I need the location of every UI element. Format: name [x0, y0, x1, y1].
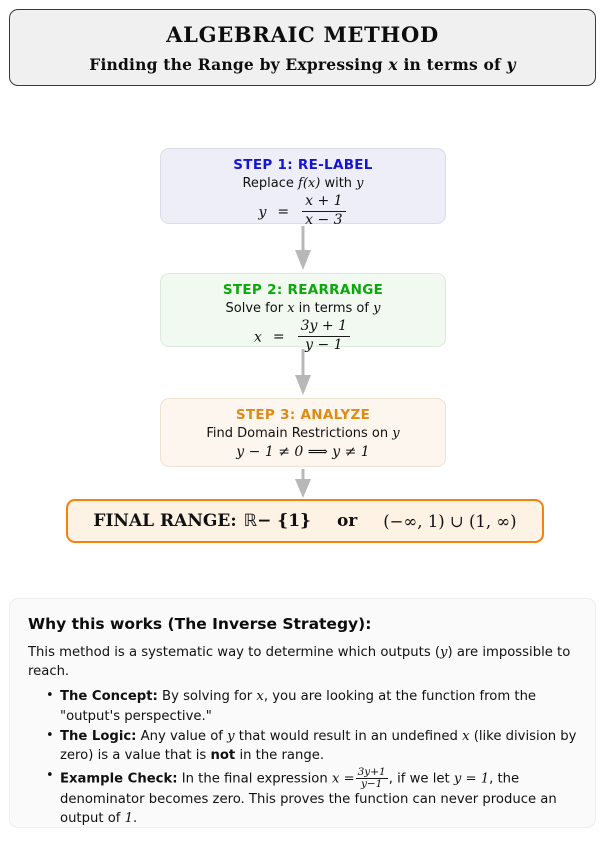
bullet-3-text-1: In the final expression	[177, 770, 332, 786]
explanation-panel: Why this works (The Inverse Strategy): T…	[9, 598, 596, 828]
bullet-3-label: Example Check:	[60, 770, 178, 786]
step-2-title: STEP 2: REARRANGE	[222, 282, 384, 298]
final-range-box: FINAL RANGE: ℝ − {1} or (−∞, 1) ∪ (1, ∞)	[66, 499, 544, 543]
step-3-desc-text-1: Find Domain Restrictions on	[206, 426, 393, 441]
flow-arrow-2	[293, 349, 313, 396]
step-box-3: STEP 3: ANALYZE Find Domain Restrictions…	[160, 398, 446, 467]
final-range-interval: (−∞, 1) ∪ (1, ∞)	[383, 511, 517, 531]
bullet-3-numerator: 3y+1	[357, 765, 386, 778]
list-item: Example Check: In the final expression x…	[46, 765, 577, 829]
bullet-2-label: The Logic:	[60, 729, 137, 744]
explanation-intro: This method is a systematic way to deter…	[28, 644, 577, 681]
step-1-desc-math: f(x)	[298, 176, 321, 191]
step-2-desc-var: y	[373, 301, 381, 316]
step-box-2: STEP 2: REARRANGE Solve for x in terms o…	[160, 273, 446, 352]
bullet-1-text-1: By solving for	[157, 689, 257, 705]
bullet-2-text-3: (like division by zero) is a value that …	[60, 729, 577, 764]
step-3-description: Find Domain Restrictions on y	[161, 426, 445, 441]
flow-arrow-1	[293, 226, 313, 271]
step-2-description: Solve for x in terms of y	[161, 301, 445, 316]
intro-text-2: ) are impossible to reach.	[28, 645, 571, 679]
bullet-2-math-x: x	[462, 729, 470, 744]
title-card: ALGEBRAIC METHOD Finding the Range by Ex…	[9, 9, 596, 86]
step-1-title: STEP 1: RE-LABEL	[233, 157, 373, 173]
bullet-3-text-4: .	[132, 810, 138, 826]
final-range-label: FINAL RANGE:	[93, 511, 237, 531]
bullet-1-label: The Concept:	[60, 689, 158, 705]
subtitle-math-x: x	[388, 54, 398, 74]
bullet-2-math-y: y	[227, 729, 235, 744]
step-2-desc-text-1: Solve for	[225, 301, 288, 316]
arrow-down-icon	[295, 349, 311, 395]
bullet-1-math-x: x	[256, 689, 264, 705]
step-1-denominator: x − 3	[302, 210, 346, 229]
subtitle-math-y: y	[506, 54, 516, 74]
step-3-desc-var: y	[392, 426, 400, 441]
step-1-desc-text-1: Replace	[242, 176, 299, 191]
arrow-down-icon	[295, 469, 311, 498]
list-item: The Concept: By solving for x, you are l…	[46, 687, 577, 726]
final-range-set-rest: − {1}	[257, 511, 311, 531]
bullet-3-math-one: 1	[124, 810, 133, 826]
step-2-eq-lhs: x	[254, 329, 262, 346]
bullet-1-text-2: , you are looking at the function from t…	[60, 689, 537, 724]
explanation-bullet-list: The Concept: By solving for x, you are l…	[28, 687, 577, 828]
bullet-3-math-y1: y = 1	[453, 770, 490, 786]
step-box-1: STEP 1: RE-LABEL Replace f(x) with y y = x…	[160, 148, 446, 227]
final-range-or: or	[336, 511, 358, 531]
final-range-set-r: ℝ	[243, 511, 258, 531]
explanation-heading: Why this works (The Inverse Strategy):	[28, 615, 372, 633]
bullet-2-text-4: in the range.	[235, 748, 325, 764]
step-3-title: STEP 3: ANALYZE	[235, 407, 371, 423]
intro-math-y: y	[440, 645, 448, 660]
subtitle-text-1: Finding the Range by Expressing	[89, 54, 389, 74]
step-3-equation: y − 1 ≠ 0 ⟹ y ≠ 1	[236, 444, 370, 460]
step-1-description: Replace f(x) with y	[161, 176, 445, 191]
step-2-desc-math: x	[287, 301, 295, 316]
bullet-2-text-1: Any value of	[136, 729, 228, 744]
bullet-2-text-2: that would result in an undefined	[234, 729, 463, 744]
intro-text-1: This method is a systematic way to deter…	[28, 645, 441, 660]
bullet-3-text-2: , if we let	[388, 770, 454, 786]
step-2-numerator: 3y + 1	[300, 318, 347, 334]
step-2-desc-text-2: in terms of	[294, 301, 374, 316]
step-2-denominator: y − 1	[297, 335, 350, 354]
arrow-down-icon	[295, 226, 311, 270]
step-1-desc-var: y	[356, 176, 364, 191]
step-1-desc-text-2: with	[320, 176, 357, 191]
bullet-3-math-eq: x =	[331, 770, 355, 786]
list-item: The Logic: Any value of y that would res…	[46, 727, 577, 766]
step-1-eq-sign: =	[277, 204, 290, 221]
step-2-eq-sign: =	[272, 329, 285, 346]
bullet-2-bold-not: not	[210, 748, 236, 764]
page-subtitle: Finding the Range by Expressing x in ter…	[89, 55, 515, 74]
subtitle-text-2: in terms of	[397, 54, 507, 74]
step-1-eq-lhs: y	[258, 204, 267, 221]
bullet-3-text-3: , the denominator becomes zero. This pro…	[60, 770, 557, 826]
bullet-3-denominator: y−1	[355, 777, 388, 790]
page-title: ALGEBRAIC METHOD	[166, 21, 439, 47]
step-1-numerator: x + 1	[305, 193, 343, 209]
flow-arrow-3	[293, 469, 313, 499]
